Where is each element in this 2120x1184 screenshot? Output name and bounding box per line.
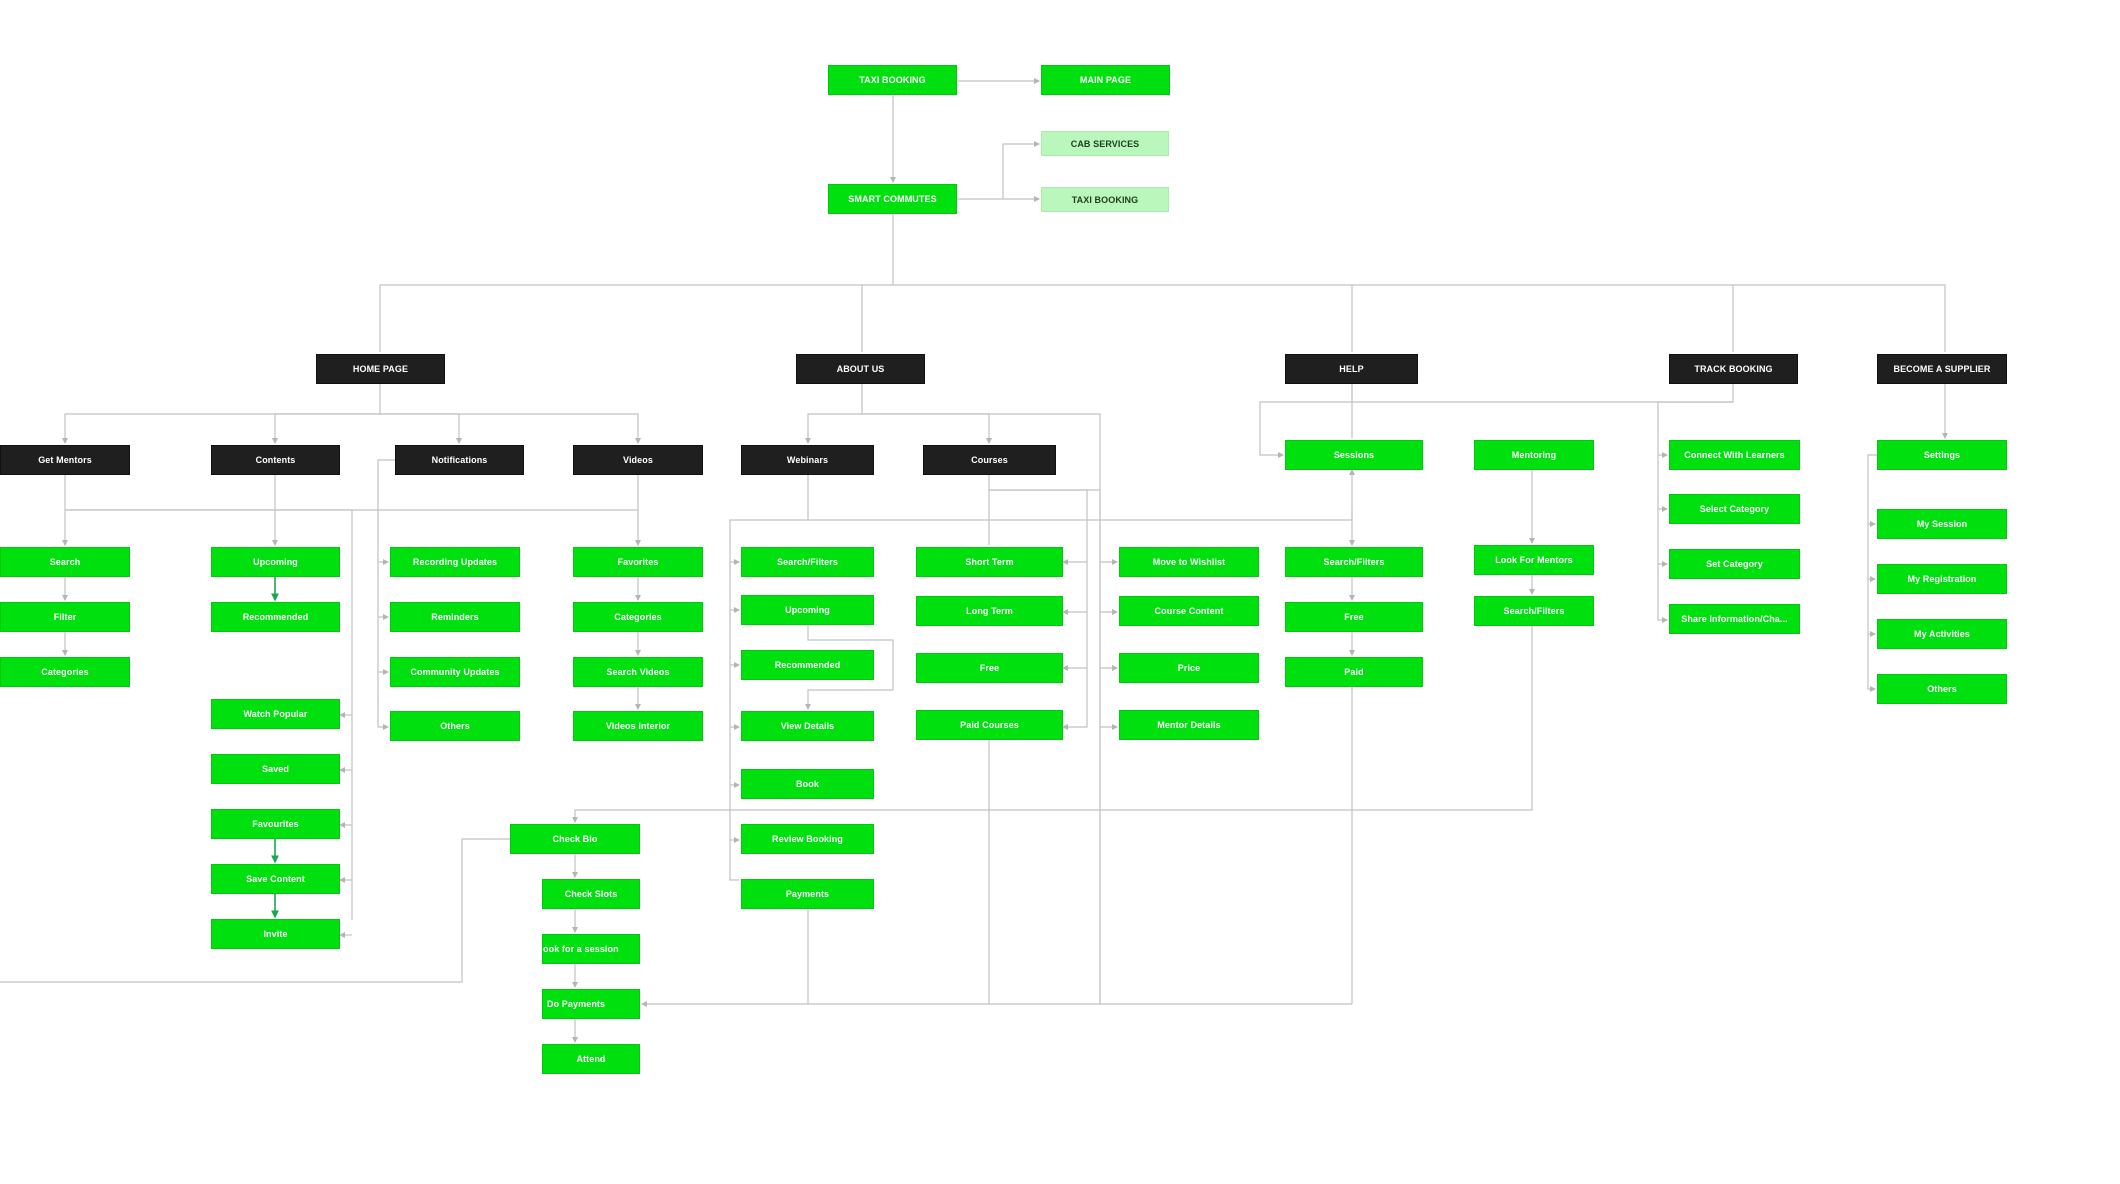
node-bk-attend[interactable]: Attend <box>542 1044 640 1074</box>
node-cr-long-term[interactable]: Long Term <box>916 596 1063 626</box>
node-gm-search[interactable]: Search <box>0 547 130 577</box>
node-taxi-booking[interactable]: TAXI BOOKING <box>828 65 957 95</box>
node-main-page[interactable]: MAIN PAGE <box>1041 65 1170 95</box>
connector-line <box>989 489 1101 1004</box>
node-ct-invite[interactable]: Invite <box>211 919 340 949</box>
node-wb-search-filters[interactable]: Search/Filters <box>741 547 874 577</box>
connector-line <box>272 413 380 444</box>
node-bs-others[interactable]: Others <box>1877 674 2007 704</box>
node-cr-free[interactable]: Free <box>916 653 1063 683</box>
node-courses[interactable]: Courses <box>923 445 1056 475</box>
node-wb-view-details[interactable]: View Details <box>741 711 874 741</box>
node-tb-connect-learners[interactable]: Connect With Learners <box>1669 440 1800 470</box>
connector-line <box>379 284 1946 352</box>
node-bs-my-registration[interactable]: My Registration <box>1877 564 2007 594</box>
node-get-mentors[interactable]: Get Mentors <box>0 445 130 475</box>
node-vd-categories[interactable]: Categories <box>573 602 703 632</box>
node-wb-book[interactable]: Book <box>741 769 874 799</box>
connector-line <box>805 625 894 710</box>
node-notifications[interactable]: Notifications <box>395 445 524 475</box>
node-videos[interactable]: Videos <box>573 445 703 475</box>
node-ss-free[interactable]: Free <box>1285 602 1423 632</box>
node-help[interactable]: HELP <box>1285 354 1418 384</box>
node-vd-videos-interior[interactable]: Videos Interior <box>573 711 703 741</box>
connector-line <box>807 469 1355 521</box>
node-about-us[interactable]: ABOUT US <box>796 354 925 384</box>
node-nt-reminders[interactable]: Reminders <box>390 602 520 632</box>
node-vd-favorites[interactable]: Favorites <box>573 547 703 577</box>
node-tb-share-info[interactable]: Share Information/Cha... <box>1669 604 1800 634</box>
node-ct-recommended[interactable]: Recommended <box>211 602 340 632</box>
connector-line <box>62 384 381 444</box>
node-smart-commutes[interactable]: SMART COMMUTES <box>828 184 957 214</box>
node-cr-course-content[interactable]: Course Content <box>1119 596 1259 626</box>
node-taxi-booking-sub[interactable]: TAXI BOOKING <box>1041 187 1169 212</box>
node-bs-settings[interactable]: Settings <box>1877 440 2007 470</box>
node-cab-services[interactable]: CAB SERVICES <box>1041 131 1169 156</box>
node-nt-recording-updates[interactable]: Recording Updates <box>390 547 520 577</box>
node-nt-community-updates[interactable]: Community Updates <box>390 657 520 687</box>
node-home-page[interactable]: HOME PAGE <box>316 354 445 384</box>
node-mt-search-filters[interactable]: Search/Filters <box>1474 596 1594 626</box>
connector-line <box>957 141 1040 200</box>
node-track-booking[interactable]: TRACK BOOKING <box>1669 354 1798 384</box>
node-ct-save-content[interactable]: Save Content <box>211 864 340 894</box>
node-contents[interactable]: Contents <box>211 445 340 475</box>
connector-line <box>862 413 992 444</box>
node-become-supplier[interactable]: BECOME A SUPPLIER <box>1877 354 2007 384</box>
node-bk-check-bio[interactable]: Check Bio <box>510 824 640 854</box>
connector-line <box>380 413 641 444</box>
node-cr-price[interactable]: Price <box>1119 653 1259 683</box>
node-gm-filter[interactable]: Filter <box>0 602 130 632</box>
node-hp-mentoring[interactable]: Mentoring <box>1474 440 1594 470</box>
node-mt-look-for-mentors[interactable]: Look For Mentors <box>1474 545 1594 575</box>
node-ct-upcoming[interactable]: Upcoming <box>211 547 340 577</box>
node-ct-favourites[interactable]: Favourites <box>211 809 340 839</box>
node-bs-my-session[interactable]: My Session <box>1877 509 2007 539</box>
node-bk-check-slots[interactable]: Check Slots <box>542 879 640 909</box>
node-wb-recommended[interactable]: Recommended <box>741 650 874 680</box>
node-bs-my-activities[interactable]: My Activities <box>1877 619 2007 649</box>
node-hp-sessions[interactable]: Sessions <box>1285 440 1423 470</box>
node-nt-others[interactable]: Others <box>390 711 520 741</box>
node-wb-upcoming[interactable]: Upcoming <box>741 595 874 625</box>
node-cr-mentor-details[interactable]: Mentor Details <box>1119 710 1259 740</box>
node-wb-review-booking[interactable]: Review Booking <box>741 824 874 854</box>
node-ct-watch-popular[interactable]: Watch Popular <box>211 699 340 729</box>
node-vd-search-videos[interactable]: Search Videos <box>573 657 703 687</box>
connector-line <box>572 626 1533 823</box>
connector-line <box>377 459 395 730</box>
node-gm-categories[interactable]: Categories <box>0 657 130 687</box>
node-wb-payments[interactable]: Payments <box>741 879 874 909</box>
node-bk-book-session[interactable]: ook for a session <box>542 934 640 964</box>
node-cr-short-term[interactable]: Short Term <box>916 547 1063 577</box>
node-ss-search-filters[interactable]: Search/Filters <box>1285 547 1423 577</box>
node-tb-select-category[interactable]: Select Category <box>1669 494 1800 524</box>
node-tb-set-category[interactable]: Set Category <box>1669 549 1800 579</box>
connector-line <box>862 413 1101 1004</box>
connector-line <box>380 413 462 444</box>
node-ss-paid[interactable]: Paid <box>1285 657 1423 687</box>
node-bk-do-payments[interactable]: Do Payments <box>542 989 640 1019</box>
node-cr-paid-courses[interactable]: Paid Courses <box>916 710 1063 740</box>
node-webinars[interactable]: Webinars <box>741 445 874 475</box>
connector-line <box>0 838 510 983</box>
connector-line <box>805 384 863 444</box>
node-cr-move-to-wishlist[interactable]: Move to Wishlist <box>1119 547 1259 577</box>
connector-line <box>729 519 808 881</box>
connector-line <box>1867 454 1877 692</box>
node-ct-saved[interactable]: Saved <box>211 754 340 784</box>
